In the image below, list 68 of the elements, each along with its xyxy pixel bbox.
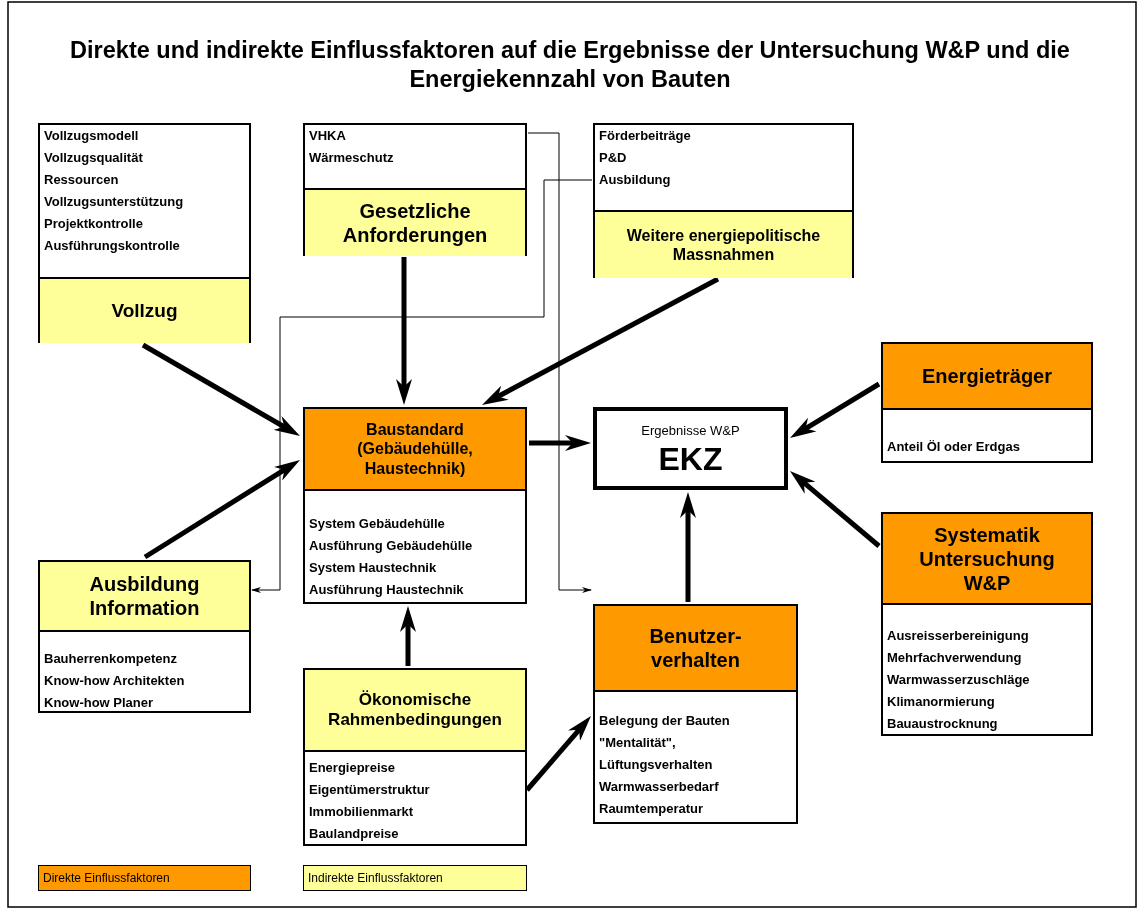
influence-arrow: [790, 381, 881, 438]
factor-item: Ressourcen: [44, 172, 119, 188]
factor-item: VHKA: [309, 128, 346, 144]
legend-label: Direkte Einflussfaktoren: [43, 871, 170, 885]
factor-box: [38, 123, 251, 343]
factor-box: [303, 407, 527, 604]
factor-item: Belegung der Bauten: [599, 713, 730, 729]
factor-heading: Ausbildung Information: [40, 562, 249, 632]
factor-item: Warmwasserbedarf: [599, 779, 719, 795]
connector-arrow: [251, 179, 593, 593]
influence-arrow: [790, 471, 881, 548]
factor-heading: Vollzug: [40, 277, 249, 343]
legend-label: Indirekte Einflussfaktoren: [308, 871, 443, 885]
factor-item: Lüftungsverhalten: [599, 757, 713, 773]
factor-heading: Gesetzliche Anforderungen: [305, 188, 525, 256]
factor-heading: Baustandard (Gebäudehülle, Haustechnik): [305, 409, 525, 491]
factor-item: Ausführungskontrolle: [44, 238, 180, 254]
influence-arrow: [529, 435, 591, 451]
factor-item: P&D: [599, 150, 627, 166]
factor-item: Eigentümerstruktur: [309, 782, 430, 798]
influence-arrow: [680, 492, 696, 602]
factor-box: [593, 604, 798, 824]
factor-item: Mehrfachverwendung: [887, 650, 1022, 666]
factor-item: Klimanormierung: [887, 694, 995, 710]
factor-heading: Systematik Untersuchung W&P: [883, 514, 1091, 605]
factor-box: [303, 123, 527, 256]
factor-item: Vollzugsmodell: [44, 128, 139, 144]
factor-heading: Energieträger: [883, 344, 1091, 410]
factor-item: Baulandpreise: [309, 826, 399, 842]
factor-item: Vollzugsqualität: [44, 150, 143, 166]
factor-item: Ausführung Haustechnik: [309, 582, 464, 598]
influence-arrow: [482, 276, 720, 405]
factor-item: "Mentalität",: [599, 735, 676, 751]
result-subtitle: Ergebnisse W&P: [641, 423, 740, 438]
factor-heading: Ökonomische Rahmenbedingungen: [305, 670, 525, 752]
factor-box: [38, 560, 251, 713]
factor-item: Know-how Planer: [44, 695, 154, 711]
factor-item: Ausbildung: [599, 172, 671, 188]
factor-item: Ausführung Gebäudehülle: [309, 538, 473, 554]
factor-item: System Gebäudehülle: [309, 516, 445, 532]
diagram-title: Direkte und indirekte Einflussfaktoren auf die Ergebnisse der Untersuchung W&P und die Energiekennzahl von Bauten: [70, 36, 1070, 94]
factor-box: [593, 123, 854, 278]
factor-item: Energiepreise: [309, 760, 395, 776]
influence-arrow: [141, 342, 300, 436]
factor-item: Projektkontrolle: [44, 216, 143, 232]
factor-box: [303, 668, 527, 846]
factor-box: [881, 342, 1093, 463]
factor-item: Anteil Öl oder Erdgas: [887, 439, 1020, 455]
influence-arrow: [400, 606, 416, 666]
result-heading: EKZ: [658, 441, 723, 478]
factor-heading: Benutzer-verhalten: [595, 606, 796, 692]
factor-box: [881, 512, 1093, 736]
influence-arrow: [143, 460, 300, 560]
connector-arrow: [527, 132, 592, 593]
factor-item: Bauherrenkompetenz: [44, 651, 177, 667]
factor-item: Vollzugsunterstützung: [44, 194, 184, 210]
factor-item: Immobilienmarkt: [309, 804, 414, 820]
factor-item: Warmwasserzuschläge: [887, 672, 1030, 688]
influence-arrow: [396, 257, 412, 405]
factor-item: Förderbeiträge: [599, 128, 691, 144]
factor-item: Wärmeschutz: [309, 150, 394, 166]
factor-item: Raumtemperatur: [599, 801, 704, 817]
result-box: [593, 407, 788, 490]
factor-item: Bauaustrocknung: [887, 716, 998, 732]
factor-heading: Weitere energiepolitische Massnahmen: [595, 210, 852, 278]
factor-item: Ausreisserbereinigung: [887, 628, 1029, 644]
factor-item: Know-how Architekten: [44, 673, 185, 689]
factor-item: System Haustechnik: [309, 560, 437, 576]
